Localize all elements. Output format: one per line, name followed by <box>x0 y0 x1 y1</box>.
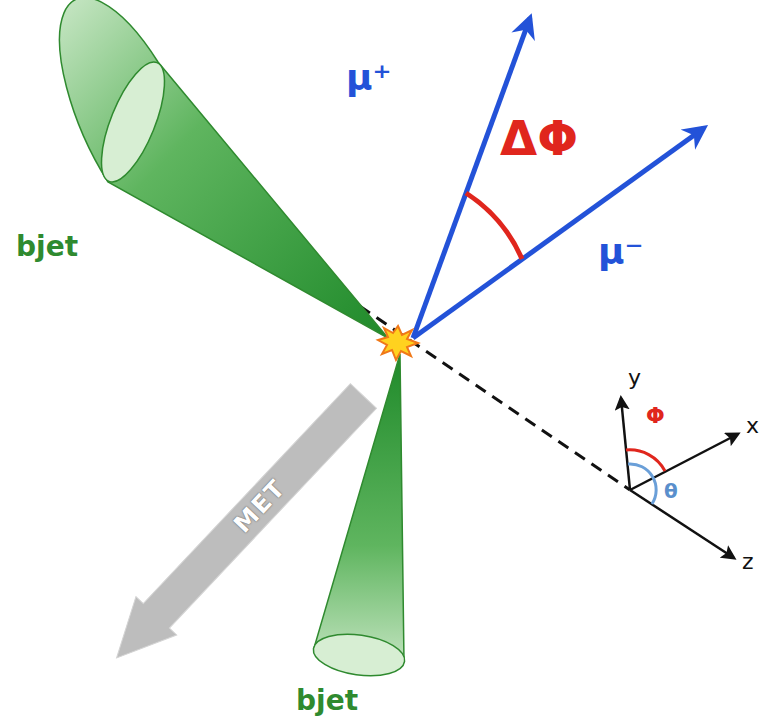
bjet-cone-mouth <box>311 629 408 681</box>
met-label: MET <box>228 473 291 538</box>
angle-label: Φ <box>646 404 665 428</box>
angle-label: ΔΦ <box>500 112 578 165</box>
bjet-cone <box>60 0 388 338</box>
jet-label: bjet <box>296 686 358 717</box>
axis-label: y <box>628 366 641 390</box>
axis-label: x <box>746 414 759 438</box>
bjet-cone-mouth <box>89 54 178 189</box>
axis-line <box>621 398 630 490</box>
particle-label: μ⁻ <box>598 232 644 272</box>
angle-arc <box>628 464 656 504</box>
particle-label: μ⁺ <box>346 58 392 98</box>
angle-arc <box>466 193 522 259</box>
muon-track <box>413 18 530 338</box>
angle-label: θ <box>664 480 678 502</box>
jet-label: bjet <box>16 232 78 263</box>
axis-label: z <box>742 550 754 574</box>
met-arrow: MET <box>96 377 384 677</box>
collision-point <box>378 326 418 360</box>
axis-line <box>630 490 734 558</box>
arrow-outline <box>96 377 384 677</box>
axis-line <box>630 434 738 490</box>
